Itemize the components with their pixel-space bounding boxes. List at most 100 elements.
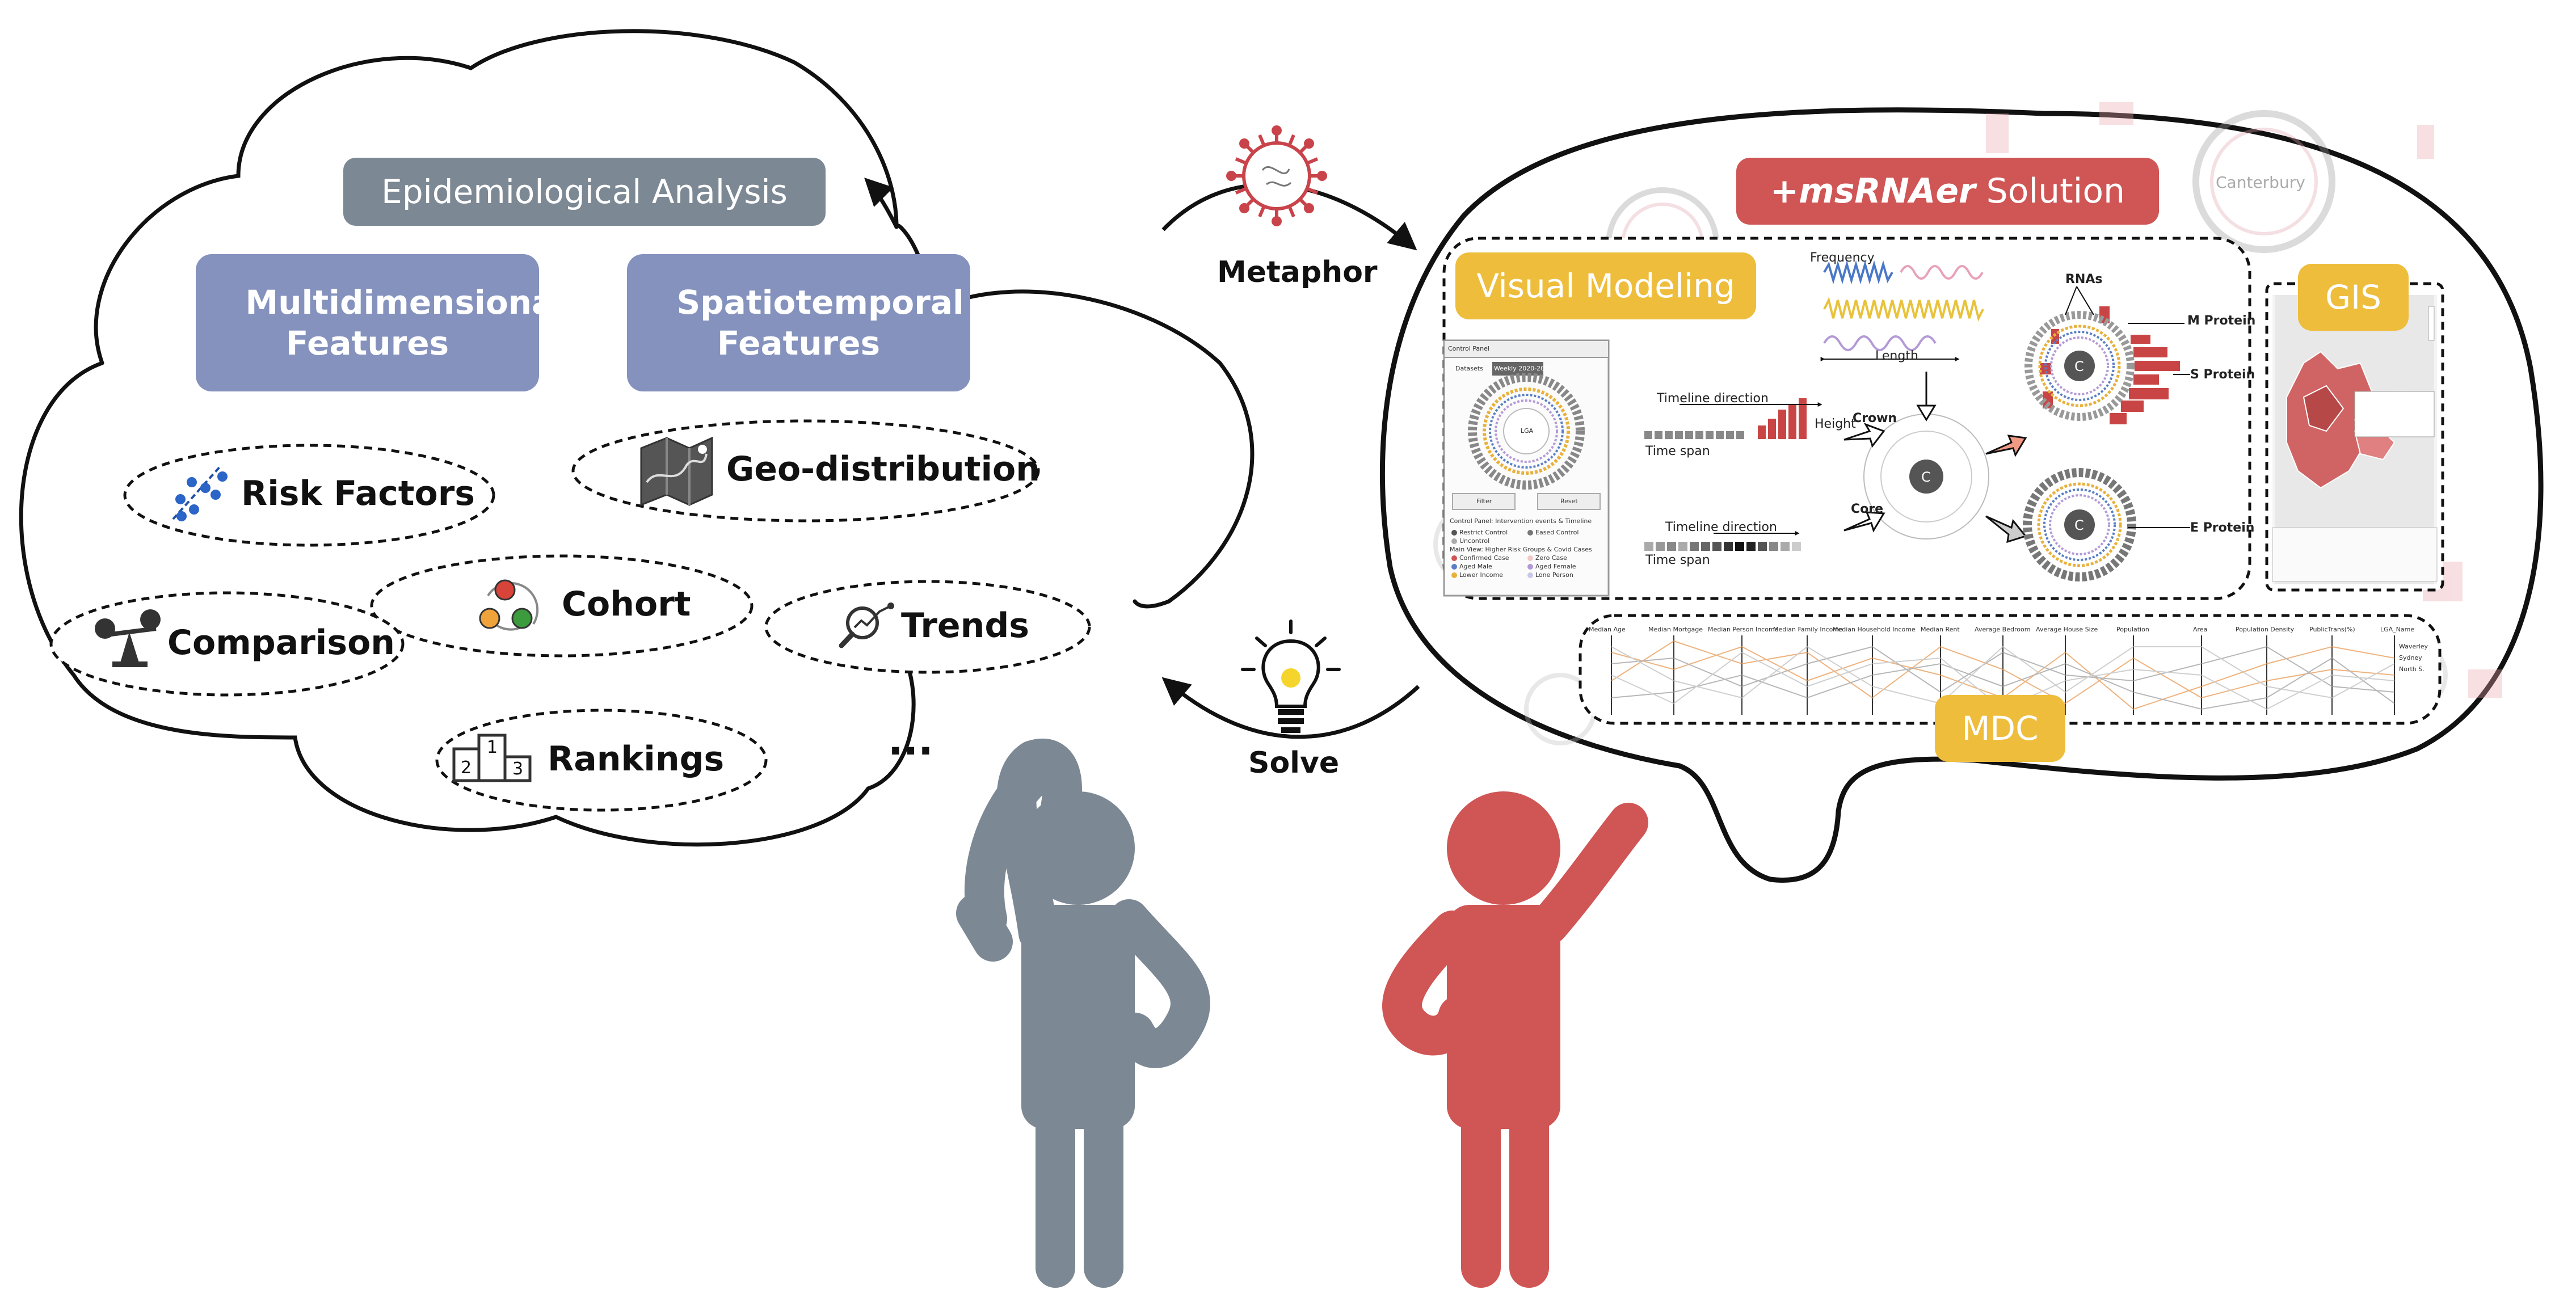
mdc-badge: MDC [1935, 695, 2065, 762]
mdc-axis-label: Median Person Income [1708, 626, 1779, 633]
control-panel-title: Control Panel [1448, 345, 1489, 352]
multidimensional-features-label: Multidimensional Features [245, 283, 566, 363]
podium-number-3: 3 [512, 759, 524, 779]
solve-arrow [1161, 677, 1420, 739]
time-span-bottom-label: Time span [1645, 553, 1710, 567]
s-protein-label: S Protein [2190, 368, 2255, 382]
person-red [1382, 791, 1648, 1288]
pointer-lines [2065, 286, 2190, 528]
central-model [1843, 372, 2027, 543]
timeline-direction-top-label: Timeline direction [1657, 391, 1769, 406]
cohort-label: Cohort [562, 584, 691, 624]
height-label: Height [1815, 417, 1856, 431]
thought-cloud [19, 29, 1255, 847]
gis-map [2272, 295, 2438, 584]
mdc-axis-label: Median Age [1589, 626, 1626, 633]
mdc-axis-label: Median Household Income [1833, 626, 1916, 633]
crown-label: Crown [1853, 411, 1897, 425]
virus-icon [1226, 125, 1327, 226]
trends-label: Trends [901, 606, 1029, 646]
group-aged-male: Aged Male [1459, 563, 1492, 570]
event-eased-control: Eased Control [1535, 529, 1579, 536]
e-protein-model [2023, 468, 2136, 581]
podium-number-1: 1 [487, 738, 498, 757]
metaphor-label: Metaphor [1217, 255, 1378, 289]
mdc-lga-name: Waverley [2399, 643, 2428, 650]
epidemiological-analysis-title: Epidemiological Analysis [343, 158, 826, 226]
mdc-axis-label: Median Mortgage [1648, 626, 1703, 633]
podium-icon [452, 734, 532, 782]
mdc-lga-name: North S. [2399, 665, 2425, 673]
balance-scale-icon [95, 609, 161, 667]
mdc-axis-label: Median Family Income [1773, 626, 1843, 633]
rnas-label: RNAs [2065, 272, 2103, 286]
time-span-top-label: Time span [1645, 444, 1710, 458]
solve-label: Solve [1248, 746, 1340, 780]
e-protein-label: E Protein [2190, 521, 2255, 535]
cohort-icon [479, 579, 539, 631]
trend-magnifier-icon [839, 602, 894, 648]
mdc-axis-label: Population [2116, 626, 2149, 633]
control-panel-datasets: Datasets [1455, 365, 1483, 372]
control-panel-section2: Main View: Higher Risk Groups & Covid Ca… [1450, 546, 1592, 553]
control-panel-dataset-value: Weekly 2020-2021 [1494, 365, 1553, 372]
mdc-axis-label: Median Rent [1921, 626, 1960, 633]
filter-button[interactable]: Filter [1476, 498, 1492, 505]
group-confirmed-case: Confirmed Case [1459, 554, 1509, 562]
group-lone-person: Lone Person [1535, 571, 1573, 579]
core-label: Core [1851, 502, 1884, 516]
group-zero-case: Zero Case [1535, 554, 1567, 562]
geo-distribution-label: Geo-distribution [726, 449, 1040, 489]
length-label: Length [1875, 349, 1918, 363]
ellipsis-label: ... [888, 718, 933, 764]
s-protein-model [2024, 306, 2180, 424]
canterbury-label: Canterbury [2216, 173, 2305, 192]
oval-rankings [435, 709, 768, 812]
timeline-bars-gray [1644, 531, 1801, 551]
control-panel-window [1443, 339, 1610, 597]
podium-number-2: 2 [461, 758, 472, 778]
rna-waves [1820, 260, 1984, 361]
person-gray [956, 739, 1210, 1288]
reset-button[interactable]: Reset [1560, 498, 1578, 505]
mdc-axis-label: LGA_Name [2380, 626, 2415, 633]
timeline-bars-red [1644, 398, 1822, 439]
core-letter-bottom: C [2074, 517, 2084, 533]
risk-factors-label: Risk Factors [241, 474, 475, 513]
frequency-label: Frequency [1810, 251, 1875, 265]
rankings-label: Rankings [548, 739, 725, 779]
lightbulb-icon [1241, 620, 1341, 733]
control-panel-section1: Control Panel: Intervention events & Tim… [1450, 517, 1592, 525]
mdc-axis-label: Population Density [2236, 626, 2295, 633]
mdc-axis-label: Average House Size [2036, 626, 2098, 633]
control-panel-lga: LGA [1521, 427, 1534, 435]
mdc-lga-name: Sydney [2399, 654, 2422, 661]
group-lower-income: Lower Income [1459, 571, 1503, 579]
comparison-label: Comparison [167, 623, 395, 663]
event-uncontrol: Uncontrol [1459, 537, 1490, 545]
multidimensional-features-box: Multidimensional Features [196, 254, 566, 391]
group-aged-female: Aged Female [1535, 563, 1576, 570]
mdc-axis-label: Average Bedroom [1975, 626, 2031, 633]
solution-title: +msRNAer Solution [1736, 158, 2159, 225]
mdc-frame [1579, 614, 2442, 725]
m-protein-label: M Protein [2187, 314, 2256, 328]
solution-title-prefix: +msRNAer [1770, 171, 1976, 211]
oval-cohort [370, 554, 754, 658]
visual-modeling-badge: Visual Modeling [1455, 252, 1756, 319]
task-ovals [49, 419, 1091, 812]
event-restrict-control: Restrict Control [1459, 529, 1508, 536]
core-letter-center: C [1921, 469, 1931, 485]
mdc-axis-label: PublicTrans(%) [2309, 626, 2355, 633]
mdc-axis-label: Area [2193, 626, 2208, 633]
map-icon [640, 436, 713, 507]
solution-title-suffix: Solution [1975, 171, 2125, 211]
core-letter-top: C [2074, 359, 2084, 374]
timeline-direction-bottom-label: Timeline direction [1665, 520, 1777, 534]
oval-comparison [49, 591, 405, 697]
gis-badge: GIS [2298, 264, 2409, 331]
spatiotemporal-features-label: Spatiotemporal Features [676, 283, 964, 363]
spatiotemporal-features-box: Spatiotemporal Features [627, 254, 970, 391]
scatter-icon [172, 464, 228, 521]
oval-trends [764, 580, 1091, 674]
